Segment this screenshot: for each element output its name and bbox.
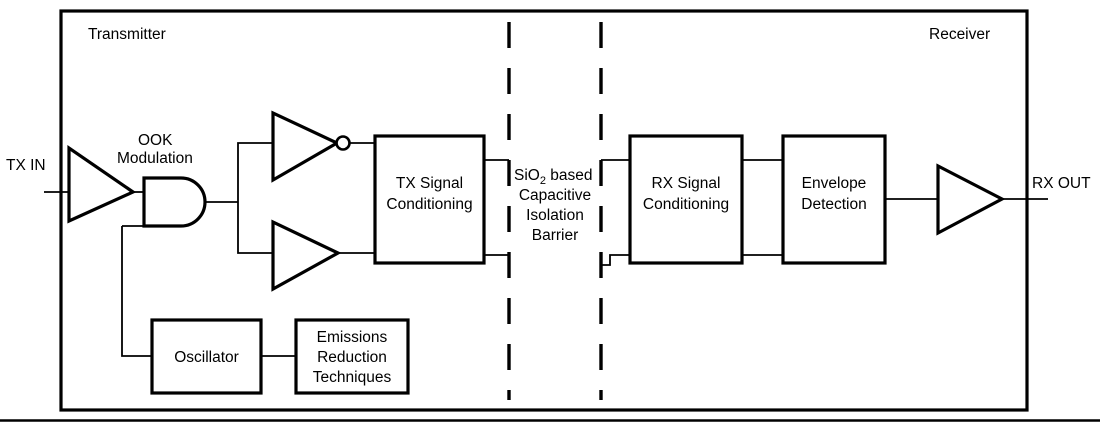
rx-signal-conditioning-line2: Conditioning — [643, 196, 729, 213]
transmitter-section-label: Transmitter — [88, 26, 166, 43]
barrier-label-based: based — [546, 167, 593, 184]
ook-modulation-label-line1: OOK — [138, 132, 173, 149]
split-to-inverter-wire — [237, 142, 273, 202]
split-to-buffer-wire — [237, 202, 273, 254]
barrier-label-line2: Capacitive — [519, 187, 591, 204]
tx-buffer-gate — [271, 219, 342, 292]
barrier-label-line4: Barrier — [532, 227, 579, 244]
inverter-gate — [271, 110, 341, 183]
barrier-label-subscript: 2 — [540, 175, 546, 187]
rx-signal-conditioning-line1: RX Signal — [652, 175, 721, 192]
tx-signal-conditioning-block — [373, 134, 486, 265]
barrier-label-line3: Isolation — [526, 207, 584, 224]
oscillator-label: Oscillator — [174, 349, 239, 366]
output-buffer-amplifier — [936, 163, 1006, 236]
envelope-detection-line2: Detection — [801, 196, 866, 213]
barrier-to-rx-cond-bottom-wire — [601, 254, 630, 266]
envelope-detection-line1: Envelope — [802, 175, 867, 192]
barrier-label-line1: SiO2 based — [514, 167, 593, 187]
emissions-reduction-block — [294, 318, 410, 395]
emissions-reduction-line1: Emissions — [317, 329, 388, 346]
inverter-bubble-icon — [335, 135, 351, 151]
rx-signal-conditioning-block — [628, 134, 744, 265]
receiver-section-label: Receiver — [929, 26, 990, 43]
emissions-reduction-line3: Techniques — [313, 369, 392, 386]
barrier-label-sio: SiO — [514, 167, 540, 184]
tx-signal-conditioning-line2: Conditioning — [386, 196, 472, 213]
envelope-detection-block — [781, 134, 887, 265]
tx-signal-conditioning-line1: TX Signal — [396, 175, 463, 192]
ook-modulation-label-line2: Modulation — [117, 150, 193, 167]
emissions-reduction-line2: Reduction — [317, 349, 387, 366]
oscillator-feedback-path — [121, 226, 152, 357]
rx-out-label: RX OUT — [1032, 175, 1091, 192]
tx-in-label: TX IN — [6, 157, 46, 174]
input-buffer-amplifier — [67, 144, 137, 224]
oscillator-block — [150, 318, 263, 395]
and-gate — [142, 176, 207, 228]
device-outline — [59, 9, 1029, 412]
